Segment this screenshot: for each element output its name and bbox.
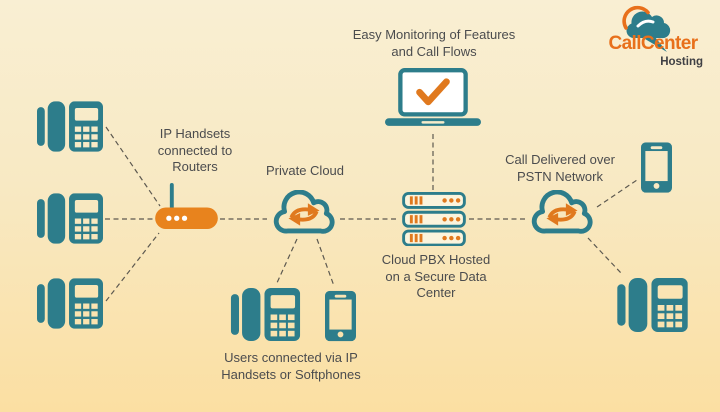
router-icon [155, 183, 218, 230]
pstn-desk-phone-icon [617, 278, 688, 332]
label-line: Call Delivered over [505, 152, 615, 167]
label-pstn: Call Delivered over PSTN Network [497, 152, 623, 185]
label-line: on a Secure Data [385, 268, 487, 284]
label-line: Center [416, 285, 456, 301]
brand-logo: CallCenter Hosting [593, 5, 713, 78]
user-smartphone-icon [325, 290, 356, 342]
logo-text-call: Call [608, 33, 641, 54]
label-line: Routers [172, 159, 218, 175]
label-private-cloud: Private Cloud [250, 163, 360, 180]
logo-title: CallCenter [593, 33, 713, 55]
label-users: Users connected via IP Handsets or Softp… [210, 350, 372, 383]
private-cloud-icon [271, 190, 337, 237]
logo-text-center: Center [640, 33, 698, 54]
pbx-server-icon [402, 192, 466, 246]
pstn-smartphone-icon [641, 142, 672, 193]
label-line: IP Handsets [159, 126, 231, 141]
ip-handset-icon-1 [37, 101, 103, 152]
logo-subtitle: Hosting [660, 56, 703, 68]
connection-line [587, 237, 622, 274]
ip-handset-icon-2 [37, 193, 103, 244]
laptop-checkmark-icon [385, 67, 481, 131]
label-line: Users connected via IP [224, 350, 358, 365]
label-line: connected to [157, 142, 233, 158]
pstn-cloud-icon [529, 190, 595, 237]
connection-line [105, 232, 160, 302]
label-line: Easy Monitoring of Features [352, 27, 516, 42]
label-line: Private Cloud [265, 163, 345, 178]
connection-line [316, 238, 335, 287]
label-monitoring: Easy Monitoring of Features and Call Flo… [348, 27, 520, 60]
label-line: Handsets or Softphones [221, 366, 361, 382]
label-line: PSTN Network [517, 168, 603, 184]
ip-handset-icon-3 [37, 278, 103, 329]
label-line: Cloud PBX Hosted [381, 252, 491, 267]
label-router: IP Handsets connected to Routers [138, 126, 252, 176]
label-line: and Call Flows [391, 43, 477, 59]
label-pbx-server: Cloud PBX Hosted on a Secure Data Center [377, 252, 495, 302]
logo-cloud-icon [622, 5, 671, 52]
user-desk-phone-icon [229, 288, 302, 341]
connection-line [275, 238, 298, 286]
